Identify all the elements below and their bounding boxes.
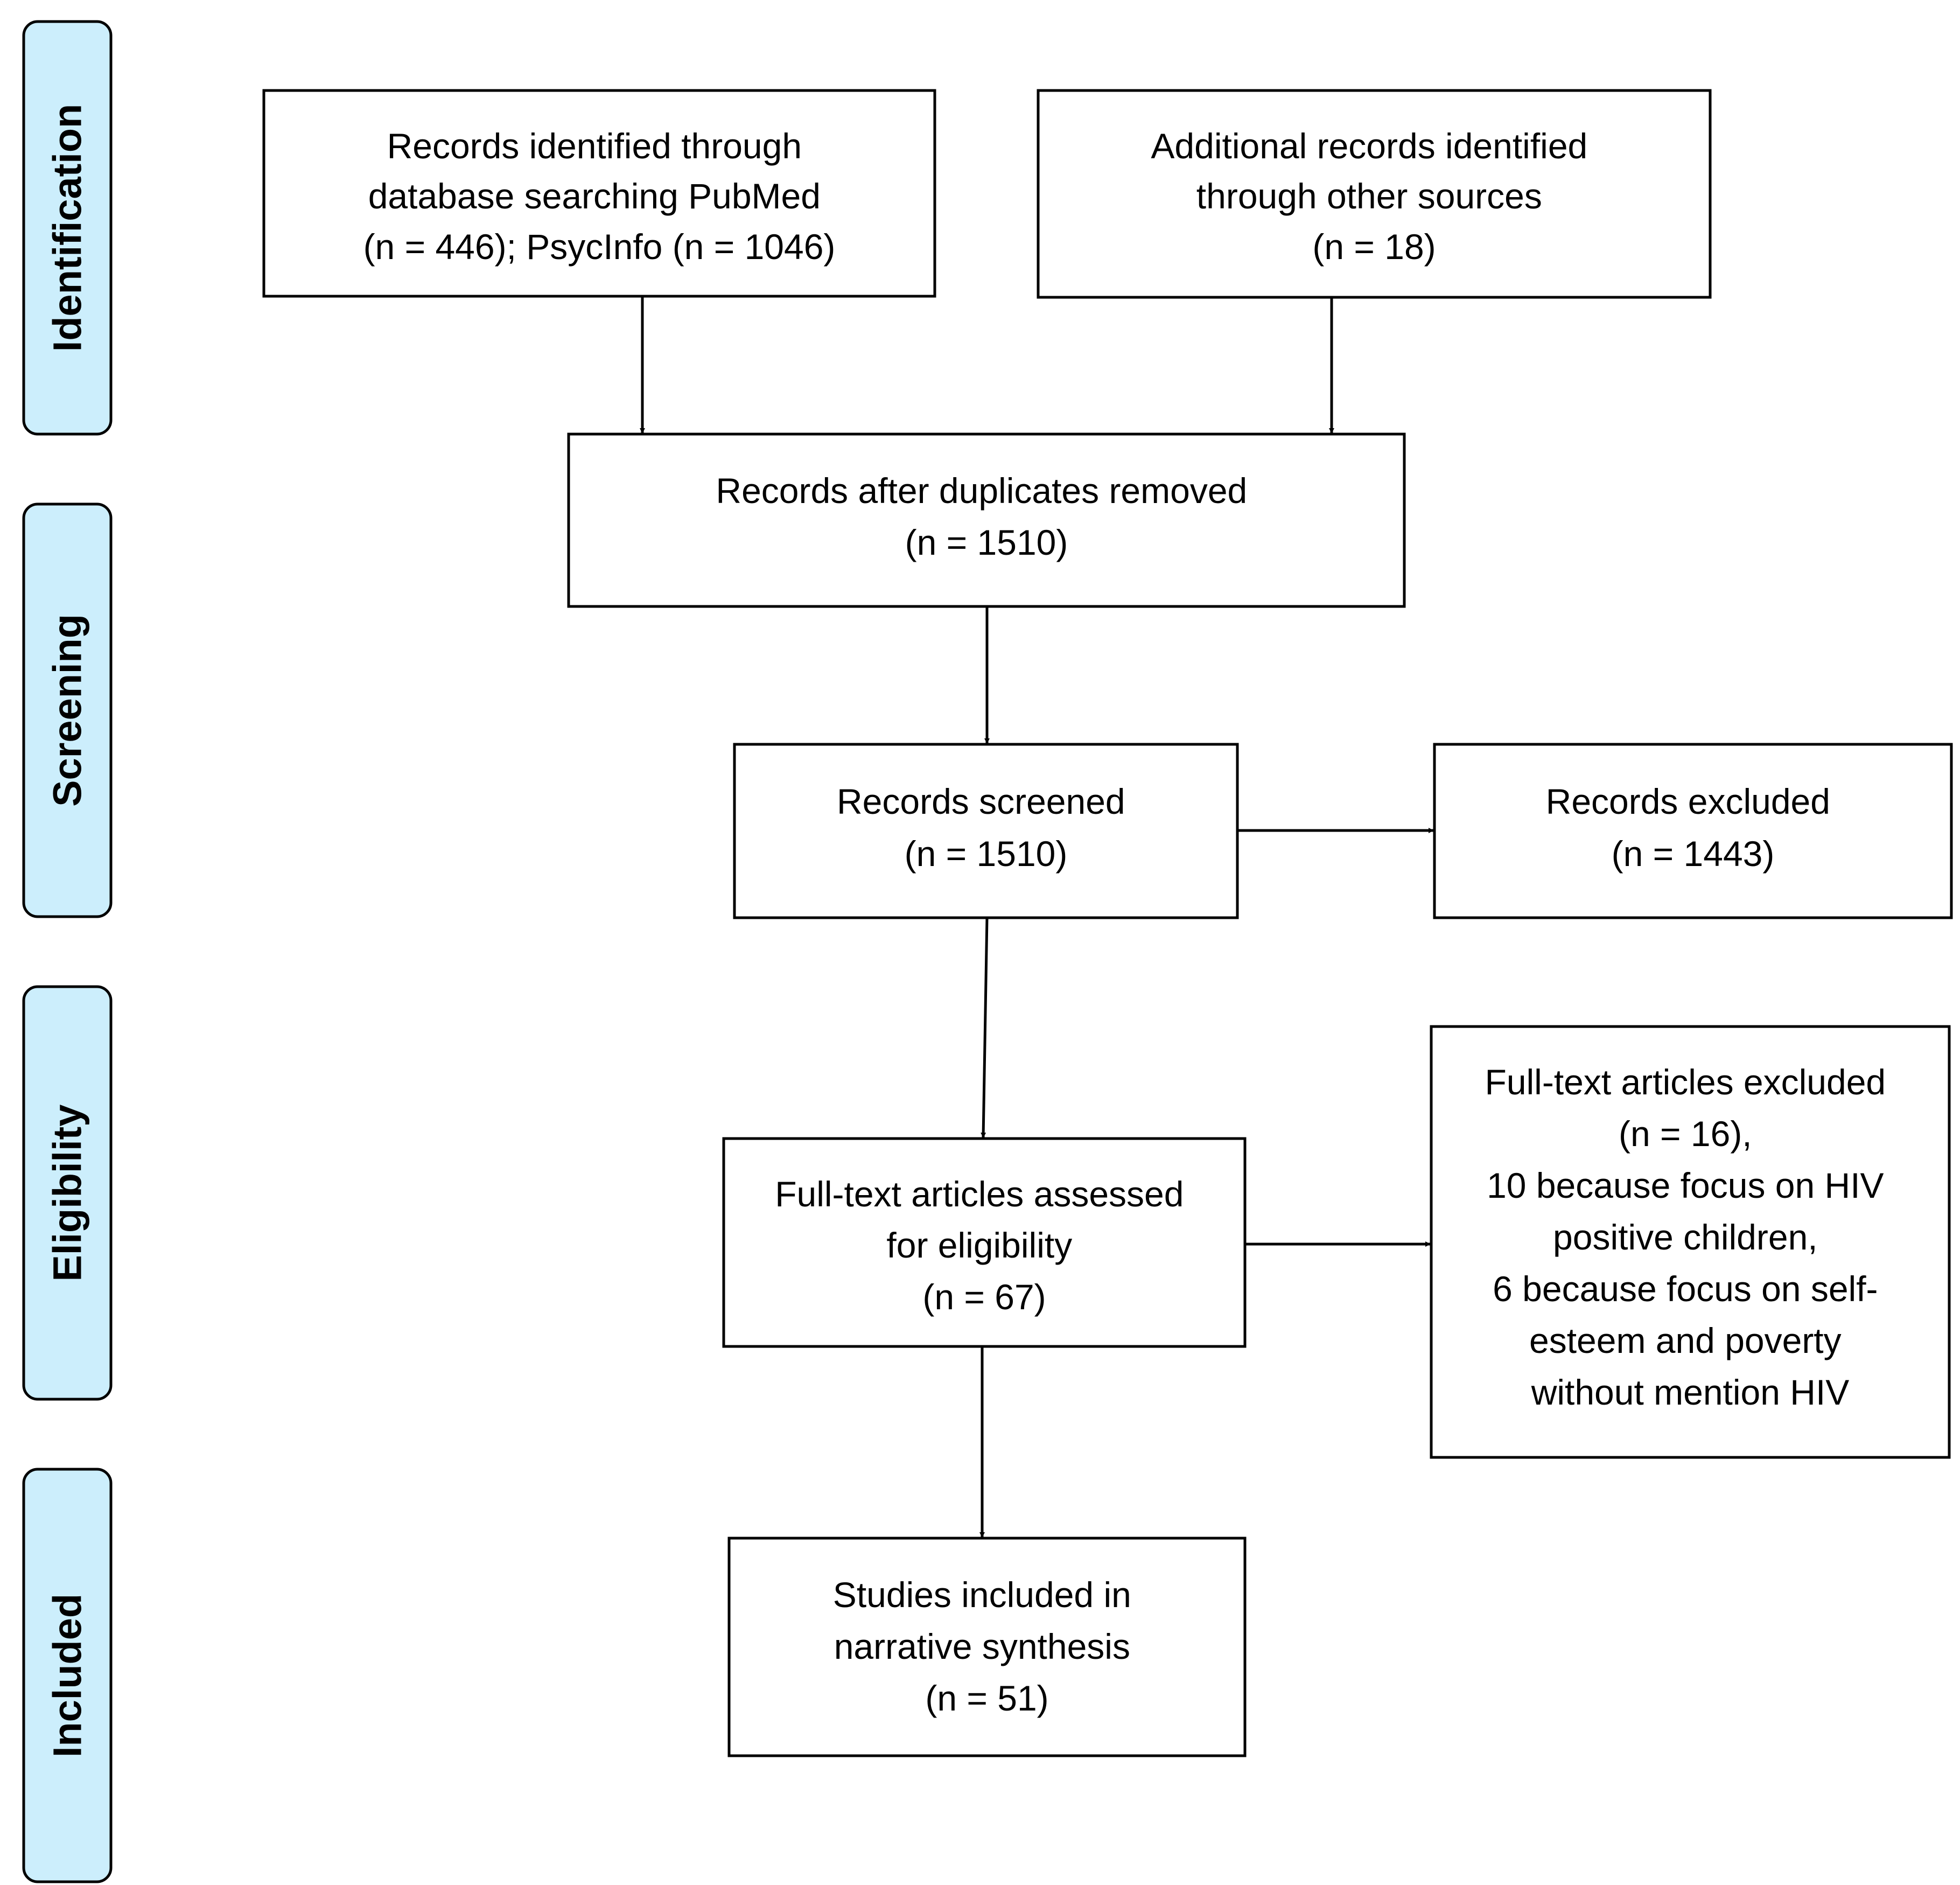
arrow-screened-to-assessed: [981, 917, 989, 1138]
box-line: (n = 1443): [1612, 834, 1775, 874]
box-line: Full-text articles excluded: [1485, 1062, 1886, 1102]
box-additional-records: Additional records identified through ot…: [1037, 89, 1712, 299]
box-fulltext-assessed-frame: [722, 1137, 1247, 1348]
stage-eligibility-bar: [22, 985, 113, 1401]
box-records-identified: Records identified through database sear…: [262, 89, 936, 298]
box-line: Records excluded: [1546, 781, 1830, 821]
box-excluded: Records excluded (n = 1443): [1433, 743, 1953, 919]
box-line: for eligibility: [886, 1225, 1072, 1265]
box-line: (n = 67): [922, 1277, 1046, 1317]
box-records-identified-text: Records identified through database sear…: [363, 126, 836, 267]
stage-screening: Screening: [22, 502, 113, 918]
box-line: (n = 51): [925, 1678, 1048, 1718]
stage-included-bar: [22, 1468, 113, 1883]
box-line: (n = 446); PsycInfo (n = 1046): [363, 227, 836, 267]
box-fulltext-excluded-text: Full-text articles excluded (n = 16), 10…: [1485, 1062, 1896, 1412]
box-included-frame: [727, 1537, 1247, 1757]
stage-included: Included: [22, 1468, 113, 1883]
box-line: (n = 18): [1312, 227, 1436, 267]
box-screened-text: Records screened (n = 1510): [837, 781, 1135, 874]
stage-identification-label: Identification: [45, 104, 90, 352]
box-line: 10 because focus on HIV: [1487, 1165, 1884, 1205]
flow-arrows: [640, 296, 1434, 1538]
box-included: Studies included in narrative synthesis …: [727, 1537, 1247, 1757]
box-fulltext-excluded: Full-text articles excluded (n = 16), 10…: [1430, 1025, 1951, 1459]
box-additional-records-frame: [1037, 89, 1712, 299]
box-after-duplicates: Records after duplicates removed (n = 15…: [567, 432, 1406, 608]
box-line: Records after duplicates removed: [716, 471, 1247, 511]
box-after-duplicates-text: Records after duplicates removed (n = 15…: [716, 471, 1257, 562]
box-fulltext-assessed-text: Full-text articles assessed for eligibil…: [775, 1174, 1194, 1317]
box-line: database searching PubMed: [368, 176, 821, 216]
stage-screening-label: Screening: [45, 614, 90, 807]
box-line: Full-text articles assessed: [775, 1174, 1184, 1214]
stage-identification-bar: [22, 20, 113, 436]
stage-eligibility-label: Eligibility: [45, 1105, 90, 1282]
stage-eligibility: Eligibility: [22, 985, 113, 1401]
box-line: narrative synthesis: [834, 1626, 1130, 1666]
box-screened: Records screened (n = 1510): [733, 743, 1239, 919]
box-line: Records screened: [837, 781, 1125, 821]
box-fulltext-assessed: Full-text articles assessed for eligibil…: [722, 1137, 1247, 1348]
box-excluded-frame: [1433, 743, 1953, 919]
box-additional-records-text: Additional records identified through ot…: [1151, 126, 1597, 267]
box-line: without mention HIV: [1531, 1372, 1850, 1412]
stage-identification: Identification: [22, 20, 113, 436]
box-fulltext-excluded-frame: [1430, 1025, 1951, 1459]
box-line: through other sources: [1196, 176, 1542, 216]
stage-included-label: Included: [45, 1594, 90, 1757]
box-line: (n = 16),: [1619, 1114, 1752, 1154]
box-line: 6 because focus on self-: [1493, 1269, 1878, 1309]
box-records-identified-frame: [262, 89, 936, 298]
box-line: Additional records identified: [1151, 126, 1587, 166]
box-excluded-text: Records excluded (n = 1443): [1546, 781, 1840, 874]
box-included-text: Studies included in narrative synthesis …: [833, 1575, 1141, 1718]
box-line: esteem and poverty: [1529, 1321, 1842, 1360]
box-line: Studies included in: [833, 1575, 1131, 1615]
stage-screening-bar: [22, 502, 113, 918]
box-screened-frame: [733, 743, 1239, 919]
box-after-duplicates-frame: [567, 432, 1406, 608]
box-line: (n = 1510): [905, 522, 1068, 562]
box-line: (n = 1510): [905, 834, 1068, 874]
box-line: Records identified through: [387, 126, 802, 166]
box-line: positive children,: [1553, 1217, 1818, 1257]
